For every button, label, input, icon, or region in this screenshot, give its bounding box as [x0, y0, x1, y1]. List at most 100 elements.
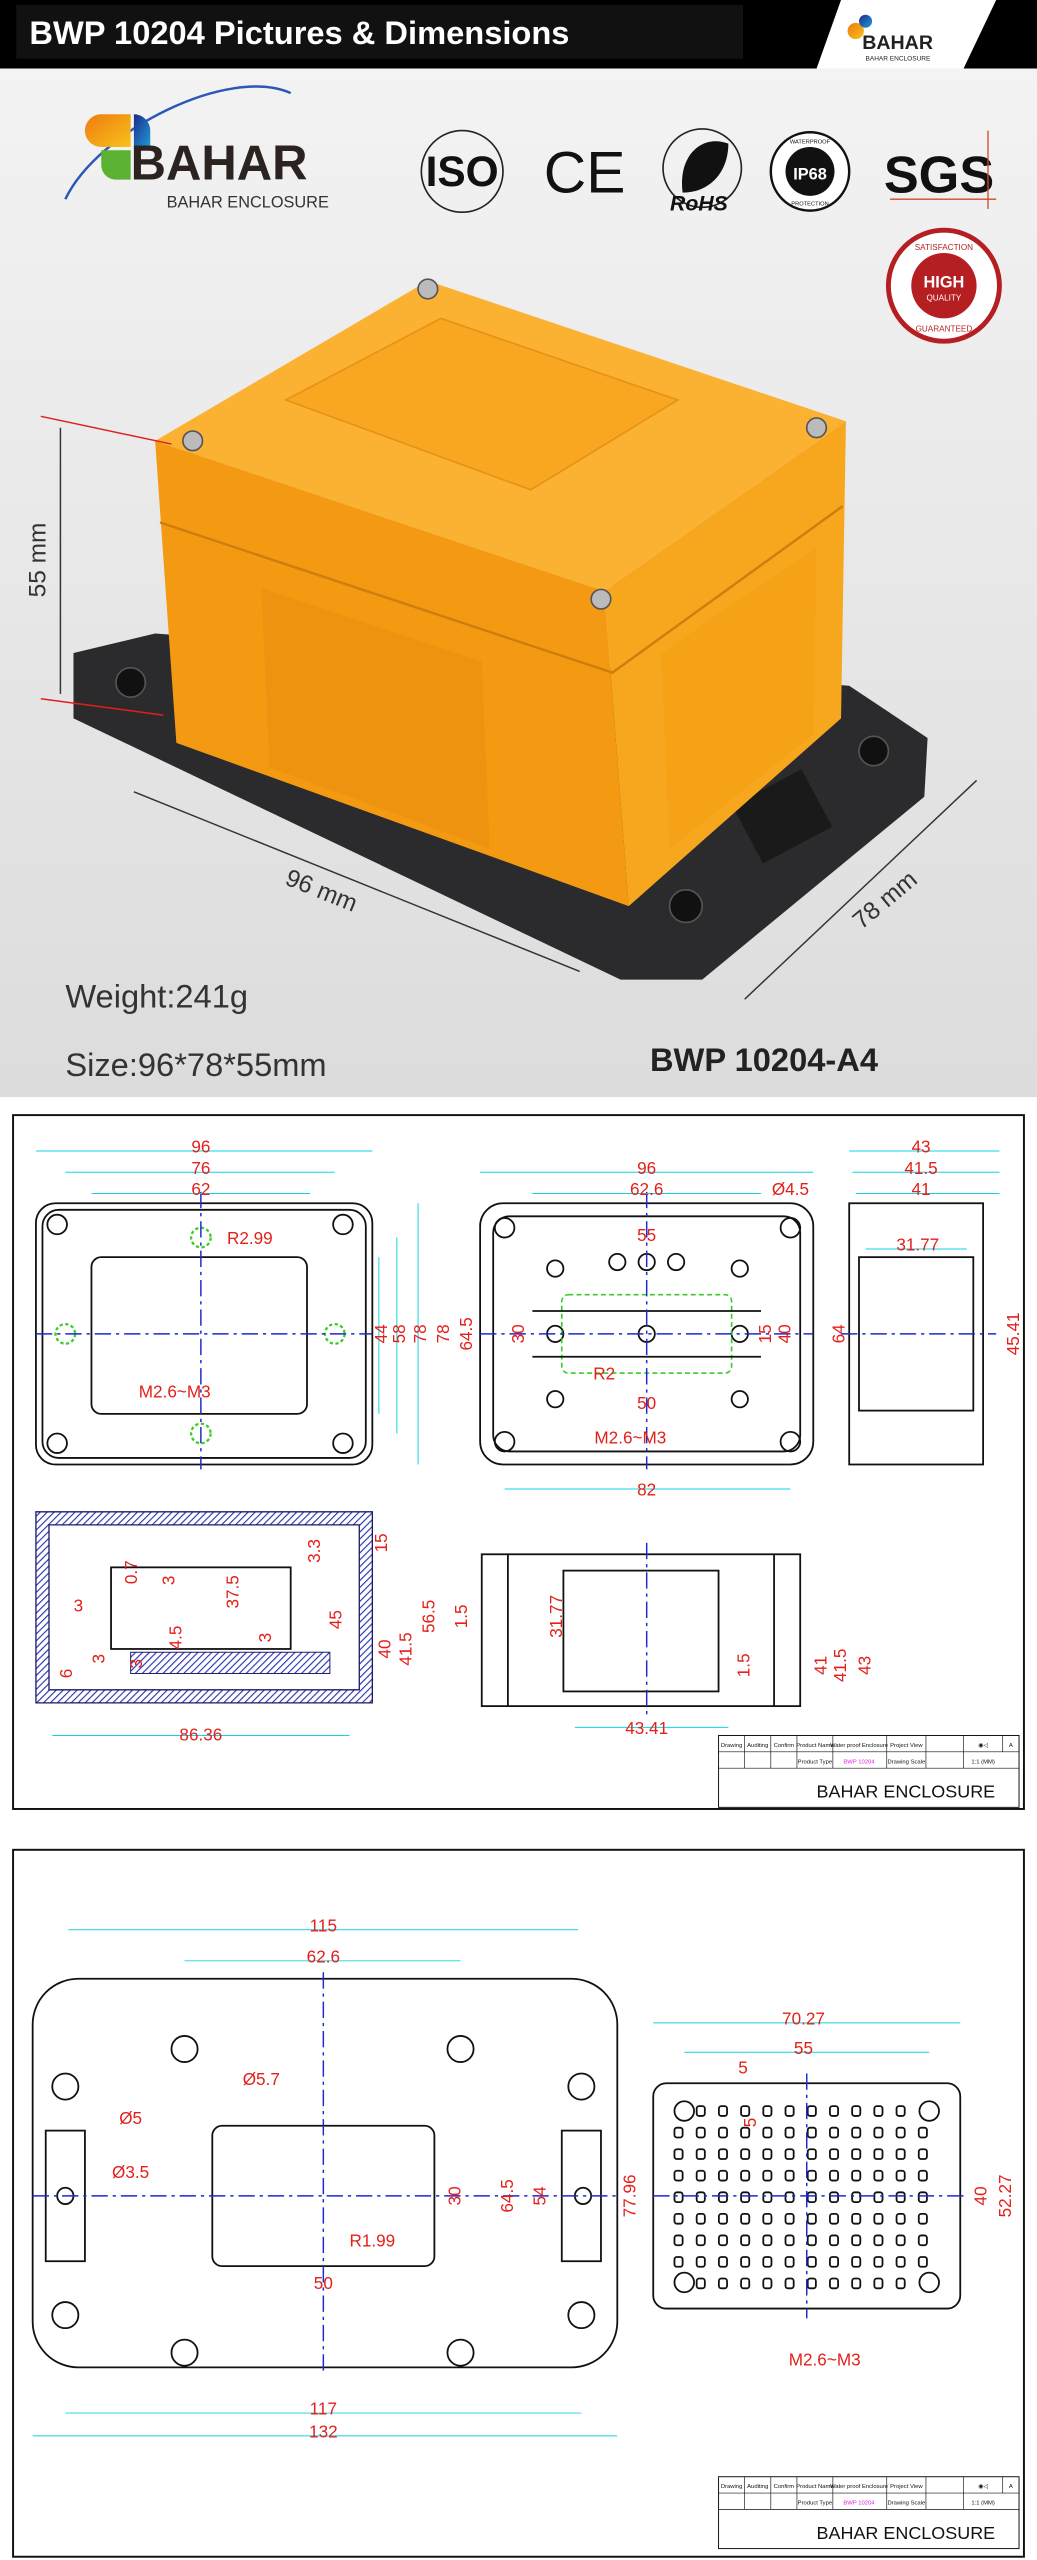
svg-text:Confirm: Confirm: [774, 1743, 795, 1749]
perforation-hole: [695, 2105, 706, 2117]
svg-text:QUALITY: QUALITY: [926, 293, 961, 302]
svg-text:Confirm: Confirm: [774, 2484, 795, 2490]
dim-40: 40: [374, 1639, 394, 1658]
perforation-hole: [740, 2256, 751, 2268]
enclosure-photo: [73, 278, 928, 980]
perforation-hole: [673, 2212, 684, 2225]
dim-15: 15: [755, 1324, 775, 1343]
dim-64-5: 64.5: [497, 2179, 517, 2212]
dim-3: 3: [74, 1595, 84, 1615]
perforation-hole: [762, 2148, 773, 2160]
dim-1-5: 1.5: [451, 1604, 471, 1628]
perforation-hole: [873, 2277, 884, 2290]
dim-31-77: 31.77: [896, 1235, 939, 1255]
perforation-hole: [695, 2148, 706, 2160]
dim-d5-7: Ø5.7: [243, 2069, 280, 2089]
perforation-hole: [740, 2212, 751, 2225]
perforation-hole: [895, 2148, 906, 2160]
dim-56-5: 56.5: [418, 1600, 438, 1633]
dim-1-5: 1.5: [734, 1653, 754, 1677]
svg-text:BWP 10204: BWP 10204: [843, 2500, 875, 2506]
dim-45: 45: [325, 1610, 345, 1629]
svg-text:BAHAR ENCLOSURE: BAHAR ENCLOSURE: [866, 55, 931, 62]
svg-text:ISO: ISO: [426, 148, 499, 195]
size-text: Size:96*78*55mm: [65, 1046, 326, 1083]
svg-text:Auditing: Auditing: [747, 1743, 768, 1749]
perforation-hole: [806, 2148, 817, 2160]
perforation-hole: [717, 2148, 728, 2160]
perforation-hole: [762, 2212, 773, 2225]
perforation-hole: [829, 2191, 839, 2204]
perforation-hole: [740, 2234, 751, 2247]
title-block: Drawing Auditing Confirm Product Name Wa…: [718, 1735, 1020, 1808]
perforation-hole: [895, 2191, 906, 2204]
perforation-hole: [695, 2256, 706, 2268]
dim-77-96: 77.96: [619, 2174, 639, 2217]
dim-45-41: 45.41: [1003, 1312, 1023, 1355]
section-view: 0.7 3 3.3 37.5 3 45 4.5 3 6 3 3 15 40 41…: [35, 1511, 438, 1744]
perforation-hole: [829, 2277, 839, 2290]
brand-logo: BAHAR BAHAR ENCLOSURE: [64, 85, 329, 211]
perforation-hole: [917, 2212, 928, 2225]
dim-43-41: 43.41: [625, 1718, 668, 1738]
svg-text:BWP 10204: BWP 10204: [843, 1759, 875, 1765]
dim-132: 132: [309, 2422, 338, 2442]
perforation-hole: [917, 2234, 928, 2247]
dim-m26-m3: M2.6~M3: [594, 1427, 666, 1447]
perforation-hole: [740, 2148, 751, 2160]
svg-text:Drawing Scale: Drawing Scale: [887, 1759, 925, 1765]
svg-text:1:1 (MM): 1:1 (MM): [971, 2500, 994, 2506]
perforation-hole: [762, 2191, 773, 2204]
perforation-hole: [873, 2212, 884, 2225]
svg-text:Drawing: Drawing: [721, 2484, 743, 2490]
svg-text:Drawing Scale: Drawing Scale: [887, 2500, 925, 2506]
svg-text:SATISFACTION: SATISFACTION: [915, 243, 973, 252]
dim-3: 3: [126, 1659, 146, 1669]
perforation-hole: [673, 2234, 684, 2247]
dim-44: 44: [371, 1324, 391, 1344]
perforation-hole: [851, 2169, 862, 2182]
dim-43: 43: [854, 1656, 874, 1675]
drawing-panel-1: 96 76 62 R2.99 M2.6~M3 44 58 78 96 62.6 …: [12, 1114, 1025, 1810]
header-bar: BWP 10204 Pictures & Dimensions BAHAR BA…: [0, 0, 1037, 69]
projection-icon: ◉◁: [978, 1743, 988, 1749]
perforation-hole: [873, 2256, 884, 2268]
perforation-hole: [851, 2148, 862, 2160]
dim-55: 55: [637, 1225, 656, 1245]
dim-117: 117: [310, 2399, 337, 2419]
svg-text:Project View: Project View: [890, 1743, 923, 1749]
dim-115: 115: [310, 1915, 337, 1935]
dim-r1-99: R1.99: [349, 2231, 395, 2251]
dim-96: 96: [191, 1137, 210, 1157]
perforation-hole: [784, 2126, 795, 2139]
dim-37-5: 37.5: [222, 1575, 242, 1608]
dim-40: 40: [774, 1324, 794, 1343]
perforation-hole: [740, 2191, 751, 2204]
lid-screws: [182, 278, 828, 610]
perforation-hole: [695, 2234, 706, 2247]
perforation-hole: [784, 2148, 795, 2160]
dim-15: 15: [371, 1533, 391, 1552]
top-view: 96 76 62 R2.99 M2.6~M3 44 58 78: [35, 1137, 430, 1470]
dim-0-7: 0.7: [121, 1560, 141, 1584]
cert-logos: ISO CE RoHS IP68 WATERPROOF PROTECTION S…: [420, 128, 997, 216]
svg-text:Drawing: Drawing: [721, 1743, 743, 1749]
dim-64-5: 64.5: [456, 1317, 476, 1350]
perforation-hole: [829, 2148, 839, 2160]
dim-54: 54: [529, 2186, 549, 2206]
svg-text:A: A: [1009, 1743, 1013, 1749]
perforation-hole: [695, 2212, 706, 2225]
perforation-hole: [851, 2277, 862, 2290]
drawing-panel-2: 115 62.6 Ø5.7 Ø5 Ø3.5 30 64.5 54 77.96 R…: [12, 1848, 1025, 2558]
model-text: BWP 10204-A4: [650, 1041, 878, 1078]
dim-3: 3: [89, 1654, 109, 1664]
perforation-hole: [829, 2105, 839, 2117]
dim-5: 5: [740, 2118, 760, 2128]
perforation-hole: [806, 2126, 817, 2139]
svg-text:GUARANTEED: GUARANTEED: [916, 324, 973, 333]
perforation-hole: [695, 2126, 706, 2139]
dim-58: 58: [389, 1324, 409, 1343]
perforation-hole: [717, 2169, 728, 2182]
dim-d4-5: Ø4.5: [772, 1179, 809, 1199]
perforation-hole: [673, 2126, 684, 2139]
